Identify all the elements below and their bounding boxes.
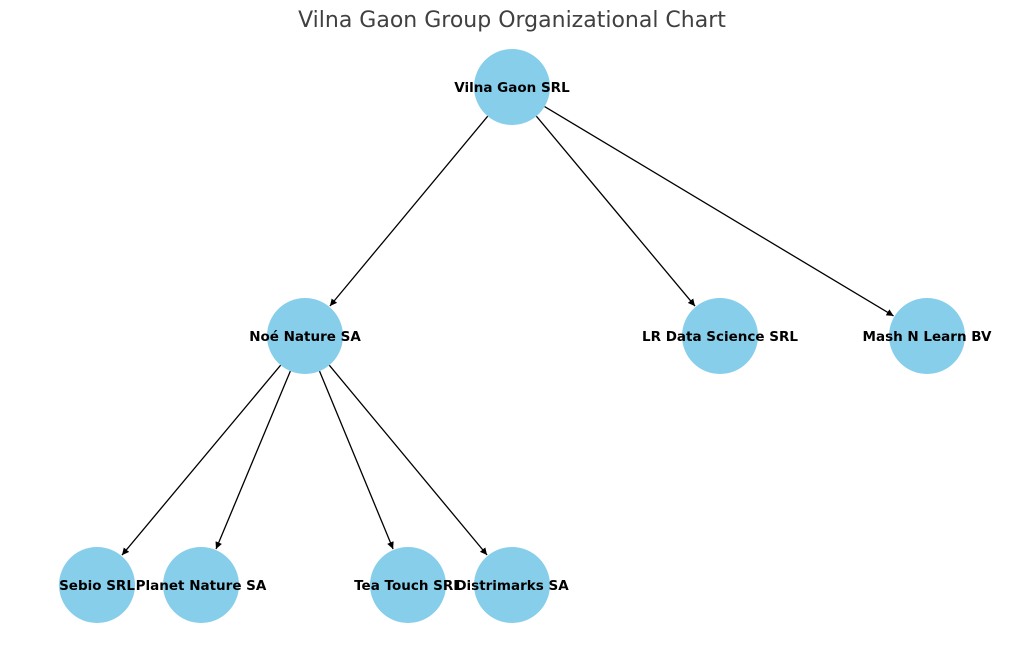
chart-title: Vilna Gaon Group Organizational Chart <box>298 8 726 33</box>
node-distri <box>474 547 550 623</box>
node-lr <box>682 298 758 374</box>
edges <box>121 105 894 556</box>
node-vilna <box>474 49 550 125</box>
node-noe <box>267 298 343 374</box>
node-label-distri: Distrimarks SA <box>455 578 569 594</box>
node-label-lr: LR Data Science SRL <box>642 329 798 345</box>
node-mash <box>889 298 965 374</box>
node-sebio <box>59 547 135 623</box>
edge-vilna-to-noe <box>329 115 489 307</box>
node-label-tea: Tea Touch SRL <box>354 578 462 594</box>
node-planet <box>163 547 239 623</box>
edge-noe-to-sebio <box>121 364 282 556</box>
node-label-sebio: Sebio SRL <box>59 578 135 594</box>
labels: Vilna Gaon SRL Noé Nature SA LR Data Scien… <box>59 80 992 594</box>
node-label-planet: Planet Nature SA <box>136 578 267 594</box>
edge-noe-to-planet <box>215 370 291 550</box>
edge-vilna-to-mash <box>544 105 894 317</box>
node-tea <box>370 547 446 623</box>
edge-vilna-to-lr <box>535 115 696 307</box>
nodes <box>59 49 965 623</box>
node-label-vilna: Vilna Gaon SRL <box>454 80 570 96</box>
node-label-mash: Mash N Learn BV <box>863 329 992 345</box>
edge-noe-to-tea <box>318 370 394 550</box>
node-label-noe: Noé Nature SA <box>249 329 361 345</box>
edge-noe-to-distri <box>328 364 488 556</box>
